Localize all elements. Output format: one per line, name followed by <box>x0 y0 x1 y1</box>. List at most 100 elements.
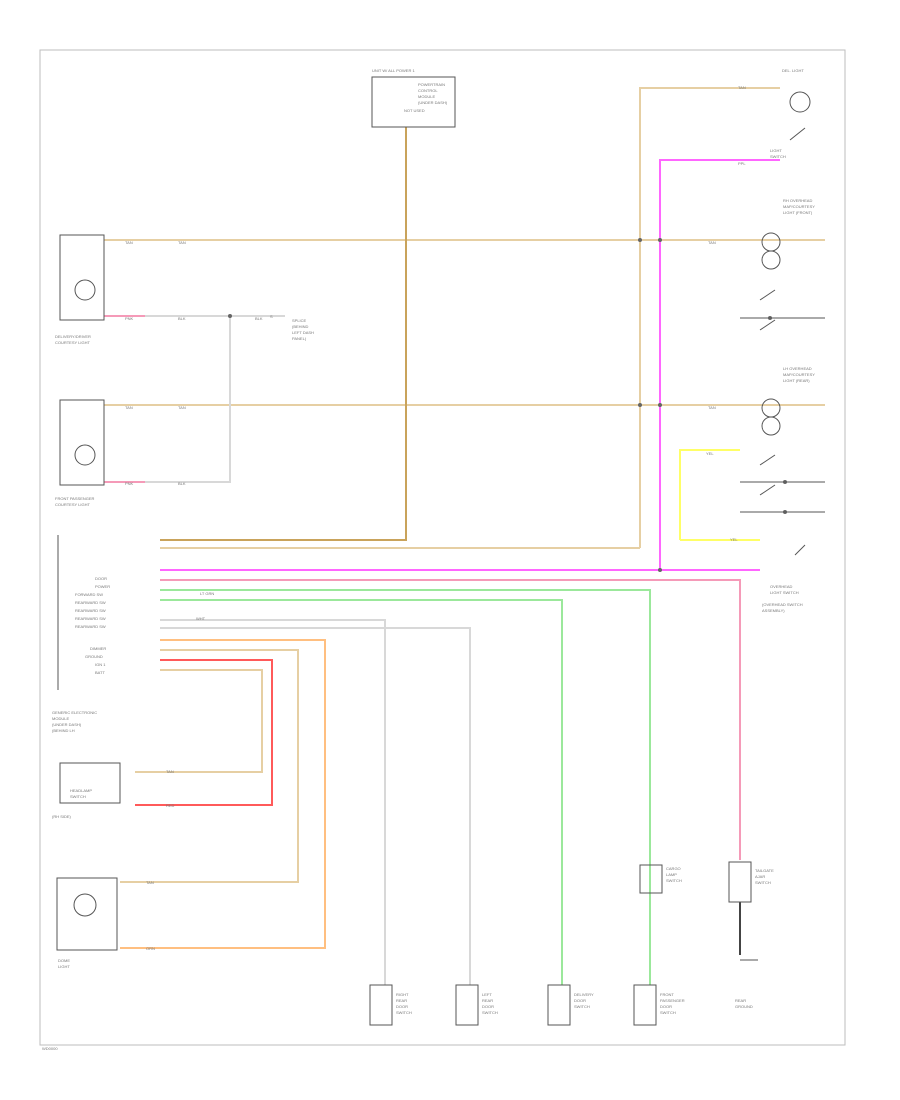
headlamp-switch-label-0: HEADLAMP <box>70 788 92 793</box>
junction-dot-3 <box>658 403 662 407</box>
splice-note-3: PANEL) <box>292 336 307 341</box>
top-module-box <box>371 76 456 128</box>
pin-label-6: REARWARD SW <box>75 624 106 629</box>
top-right-switch-icon <box>789 127 806 141</box>
bs0-label-3: SWITCH <box>396 1010 412 1015</box>
wire-tag-tan-3: TAN <box>708 240 716 245</box>
wire-tag-blk-3: BLK <box>178 481 186 486</box>
wire-red-660 <box>135 659 273 806</box>
bs1-label-2: DOOR <box>482 1004 494 1009</box>
bs3-label-3: SWITCH <box>660 1010 676 1015</box>
headlamp-switch-label-1: SWITCH <box>70 794 86 799</box>
wire-tag-blk-1: BLK <box>178 316 186 321</box>
pin-label-0: DOOR <box>95 576 107 581</box>
light-switch-label-1: SWITCH <box>770 154 786 159</box>
wire-magenta-top <box>659 159 780 570</box>
wire-white-620 <box>160 619 386 985</box>
splice-node-label: S <box>270 314 273 319</box>
module-label-2: (UNDER DASH) <box>52 722 82 727</box>
wire-tag-yel-2: YEL <box>730 537 738 542</box>
wire-blk-row4 <box>145 316 231 483</box>
wire-tag-tan-9: TAN <box>146 880 154 885</box>
module-label-1: MODULE <box>52 716 69 721</box>
diagram-frame <box>39 49 846 1046</box>
rear-ground-label-1: GROUND <box>735 1004 753 1009</box>
overhead-switch-label-0: OVERHEAD <box>770 584 793 589</box>
rh-overhead-lamp2-icon <box>761 250 781 270</box>
footer-code: WD0000 <box>42 1046 58 1051</box>
wire-tan-670 <box>135 669 263 773</box>
splice-note-2: LEFT DASH <box>292 330 314 335</box>
splice-note-0: SPLICE <box>292 318 307 323</box>
cargo-switch-box <box>639 864 663 894</box>
wire-white-628 <box>160 627 471 985</box>
rear-ground-label-0: REAR <box>735 998 746 1003</box>
wire-tag-yel-1: YEL <box>706 451 714 456</box>
driver-lamp-label-1: COURTESY LIGHT <box>55 340 91 345</box>
passenger-lamp-label-0: FRONT PASSENGER <box>55 496 95 501</box>
junction-dot-2 <box>638 403 642 407</box>
bs0-label-2: DOOR <box>396 1004 408 1009</box>
lh-switch-b-icon <box>759 484 776 496</box>
top-module-label-3: MODULE <box>418 94 435 99</box>
lh-overhead-label-2: LIGHT (REAR) <box>783 378 810 383</box>
top-right-lamp-label: DEL. LIGHT <box>782 68 804 73</box>
light-switch-label-0: LIGHT <box>770 148 782 153</box>
rh-overhead-label-2: LIGHT (FRONT) <box>783 210 813 215</box>
top-module-label-2: CONTROL <box>418 88 438 93</box>
tailgate-switch-label-2: SWITCH <box>755 880 771 885</box>
headlamp-switch-label-2: (RH SIDE) <box>52 814 72 819</box>
components <box>56 76 825 1026</box>
splice-note-1: (BEHIND <box>292 324 309 329</box>
overhead-switch-label-2: (OVERHEAD SWITCH <box>762 602 803 607</box>
passenger-lamp-icon <box>74 444 96 466</box>
headlamp-switch-box <box>59 762 121 804</box>
module-label-0: GENERIC ELECTRONIC <box>52 710 97 715</box>
tailgate-switch-label-1: AJAR <box>755 874 765 879</box>
bs1-label-1: REAR <box>482 998 493 1003</box>
top-module-label-4: (UNDER DASH) <box>418 100 448 105</box>
cargo-switch-label-0: CARGO <box>666 866 681 871</box>
junction-dot-1 <box>658 238 662 242</box>
wire-green-600 <box>160 599 563 985</box>
bs0-label-0: RIGHT <box>396 992 409 997</box>
wire-tag-orn-1: ORN <box>146 946 155 951</box>
labels: UNIT W/ ALL POWER 1 POWERTRAIN CONTROL M… <box>42 68 815 1051</box>
pin-label-2: FORWARD SW <box>75 592 103 597</box>
dome-lamp-label-0: DOME <box>58 958 70 963</box>
wires <box>104 87 825 985</box>
lh-overhead-lamp2-icon <box>761 416 781 436</box>
overhead-switch-label-3: ASSEMBLY) <box>762 608 785 613</box>
right-rear-door-switch-box <box>369 984 393 1026</box>
pin-label-9: IGN 1 <box>95 662 106 667</box>
driver-lamp-box <box>59 234 105 321</box>
rh-switch-b-icon <box>759 319 776 331</box>
bs2-label-2: SWITCH <box>574 1004 590 1009</box>
rh-overhead-label-0: RH OVERHEAD <box>783 198 812 203</box>
driver-lamp-label-0: DELIVERY/DRIVER <box>55 334 91 339</box>
wire-pink-580 <box>160 579 741 860</box>
driver-lamp-icon <box>74 279 96 301</box>
wire-tag-tan-8: TAN <box>166 769 174 774</box>
front-passenger-door-switch-box <box>633 984 657 1026</box>
wire-tag-pink-1: PNK <box>125 316 134 321</box>
bs2-label-0: DELIVERY <box>574 992 594 997</box>
passenger-lamp-label-1: COURTESY LIGHT <box>55 502 91 507</box>
rh-switch-a-icon <box>759 289 776 301</box>
top-module-label-0: UNIT W/ ALL POWER 1 <box>372 68 415 73</box>
wire-tag-tan-6: TAN <box>708 405 716 410</box>
bs1-label-0: LEFT <box>482 992 492 997</box>
bs1-label-3: SWITCH <box>482 1010 498 1015</box>
tailgate-switch-label-0: TAILGATE <box>755 868 774 873</box>
dome-lamp-icon <box>73 893 97 917</box>
wire-tag-grn-1: LT GRN <box>200 591 214 596</box>
bs3-label-0: FRONT <box>660 992 674 997</box>
bs3-label-1: PASSENGER <box>660 998 685 1003</box>
pin-label-4: REARWARD SW <box>75 608 106 613</box>
lh-switch-a-icon <box>759 454 776 466</box>
wire-tan-dark-vertical <box>160 127 407 541</box>
module-label-3: (BEHIND LH <box>52 728 75 733</box>
wire-yellow-switch <box>679 449 740 540</box>
junction-dot-5 <box>658 568 662 572</box>
wire-tag-tan-2: TAN <box>178 240 186 245</box>
